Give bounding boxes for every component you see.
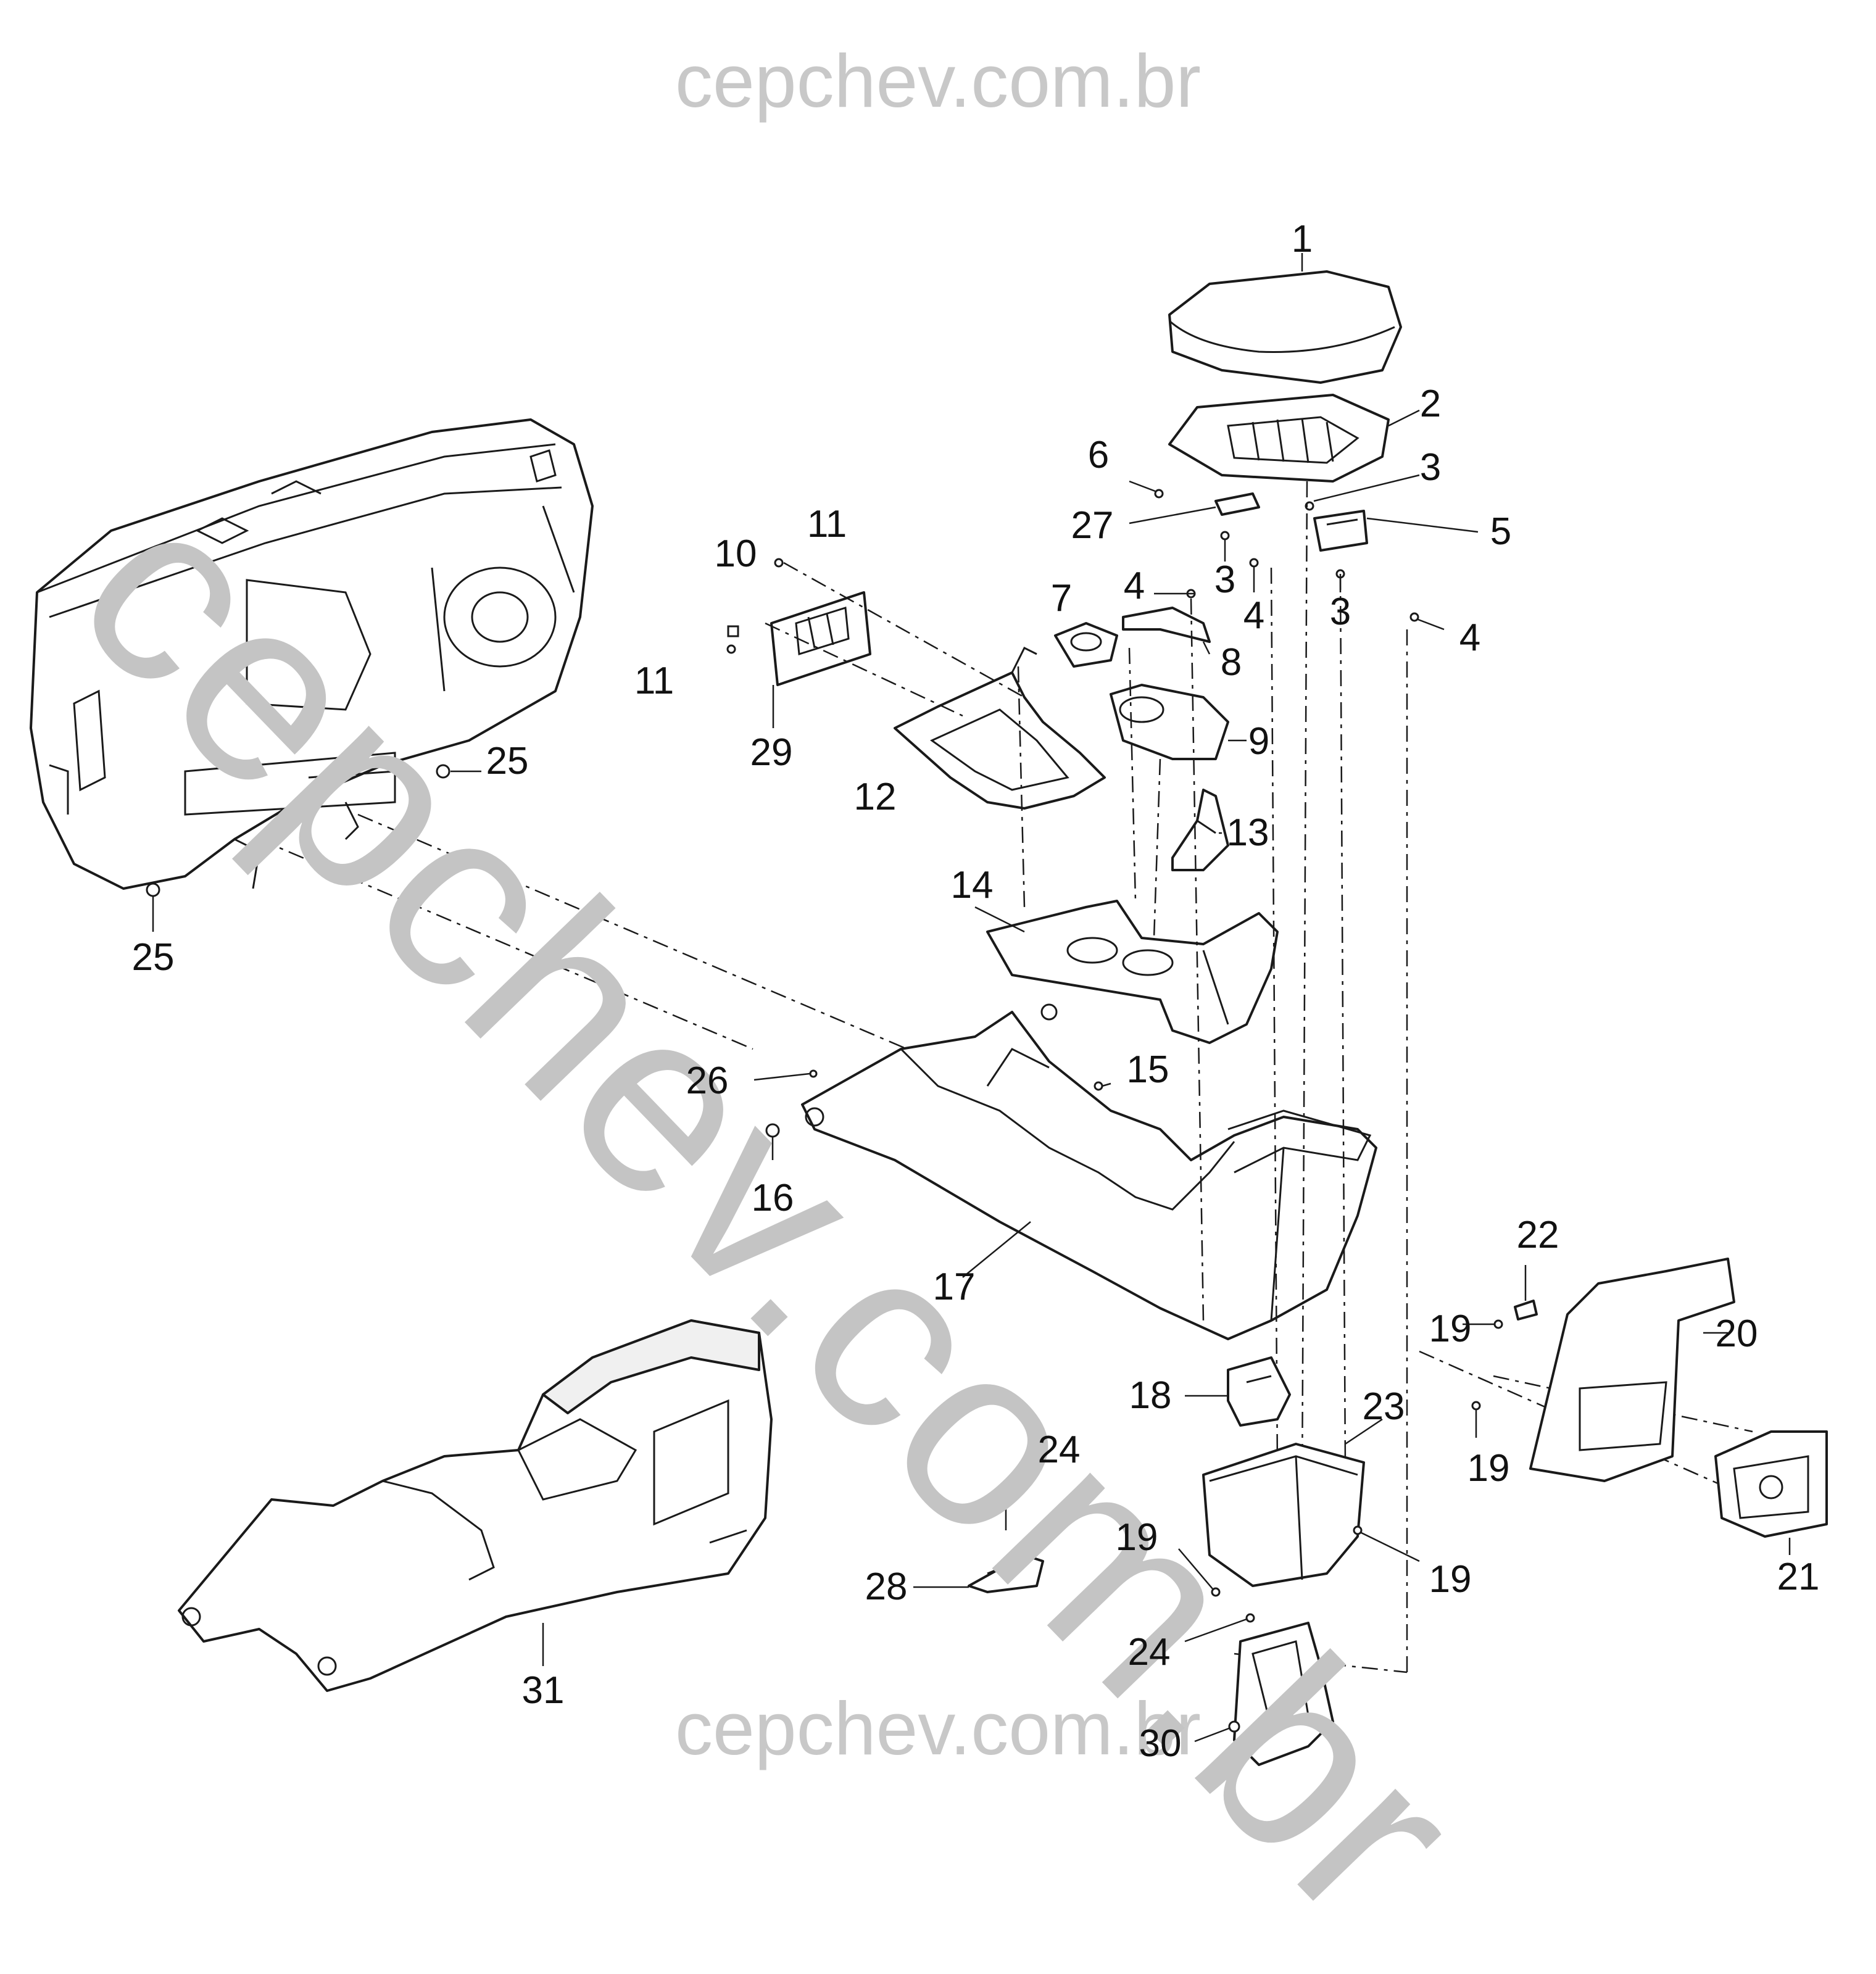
callout-18: 18 — [1129, 1374, 1172, 1417]
bolt-25-lower — [146, 882, 160, 932]
callout-19d: 19 — [1429, 1558, 1472, 1601]
diagram-drawing — [30, 253, 1828, 1766]
callout-9: 9 — [1248, 720, 1270, 763]
callout-11b: 11 — [634, 660, 674, 702]
callout-23: 23 — [1362, 1385, 1405, 1428]
callout-25b: 25 — [131, 936, 175, 979]
callout-20: 20 — [1715, 1313, 1758, 1355]
callout-8: 8 — [1220, 641, 1242, 684]
callout-26: 26 — [686, 1060, 729, 1102]
watermark-top: cepchev.com.br — [674, 39, 1202, 123]
bracket-13 — [1171, 789, 1229, 871]
callout-24a: 24 — [1037, 1429, 1081, 1471]
callout-10: 10 — [714, 533, 757, 575]
callout-14: 14 — [950, 864, 994, 906]
callout-7: 7 — [1050, 577, 1073, 620]
callout-3b: 3 — [1214, 558, 1236, 601]
screws-3-4-6 — [1129, 474, 1445, 631]
armrest-lid-1 — [1168, 253, 1402, 384]
latch-5 — [1313, 510, 1479, 552]
callout-19c: 19 — [1115, 1516, 1158, 1559]
callout-16: 16 — [751, 1177, 794, 1219]
callout-6: 6 — [1087, 434, 1110, 476]
fasteners-15-16-26 — [753, 1069, 1111, 1160]
callout-28: 28 — [865, 1566, 908, 1608]
trim-plate-12 — [894, 646, 1106, 810]
rear-panel-20 — [1529, 1258, 1735, 1482]
support-bracket-30 — [1194, 1622, 1334, 1766]
callout-25a: 25 — [486, 740, 529, 782]
callout-5: 5 — [1490, 510, 1512, 553]
exploded-parts-diagram: cepchev.com.br cepchev.com.br cepchev.co… — [25, 39, 1828, 1974]
trim-strip-8 — [1122, 607, 1211, 655]
callout-24b: 24 — [1127, 1631, 1171, 1673]
bracket-18 — [1185, 1356, 1291, 1427]
callout-21: 21 — [1777, 1556, 1820, 1598]
clip-22 — [1514, 1265, 1538, 1321]
callout-11a: 11 — [807, 503, 847, 545]
callout-19b: 19 — [1467, 1447, 1510, 1490]
outlet-module-21 — [1714, 1430, 1828, 1555]
bolt-25-upper — [436, 764, 481, 779]
callout-4a: 4 — [1123, 565, 1145, 607]
callout-19a: 19 — [1429, 1308, 1472, 1350]
insert-7 — [1054, 622, 1118, 668]
callout-12: 12 — [853, 776, 897, 818]
fasteners-19-24 — [1001, 1319, 1503, 1643]
callout-3a: 3 — [1419, 446, 1442, 489]
callout-2: 2 — [1419, 383, 1442, 425]
callout-4b: 4 — [1243, 594, 1265, 637]
callout-1: 1 — [1291, 218, 1313, 260]
callout-31: 31 — [521, 1669, 565, 1712]
callout-4c: 4 — [1459, 616, 1481, 659]
hinge-27 — [1129, 492, 1260, 525]
assembled-console-31 — [178, 1319, 773, 1692]
callout-29: 29 — [750, 731, 793, 774]
callout-17: 17 — [932, 1266, 976, 1308]
watermark-bottom: cepchev.com.br — [674, 1686, 1202, 1770]
callout-27: 27 — [1071, 504, 1114, 547]
instrument-panel — [30, 418, 594, 890]
bracket-29 — [726, 558, 871, 728]
cup-holder-9 — [1110, 684, 1247, 760]
bracket-28 — [913, 1554, 1044, 1593]
storage-bin-23 — [1202, 1418, 1383, 1587]
callout-13: 13 — [1226, 811, 1269, 854]
upper-trim-14 — [974, 900, 1279, 1044]
callout-15: 15 — [1126, 1048, 1169, 1091]
callout-30: 30 — [1139, 1722, 1182, 1765]
callout-3c: 3 — [1329, 591, 1351, 633]
callout-22: 22 — [1516, 1214, 1559, 1256]
armrest-frame-2 — [1168, 394, 1420, 483]
